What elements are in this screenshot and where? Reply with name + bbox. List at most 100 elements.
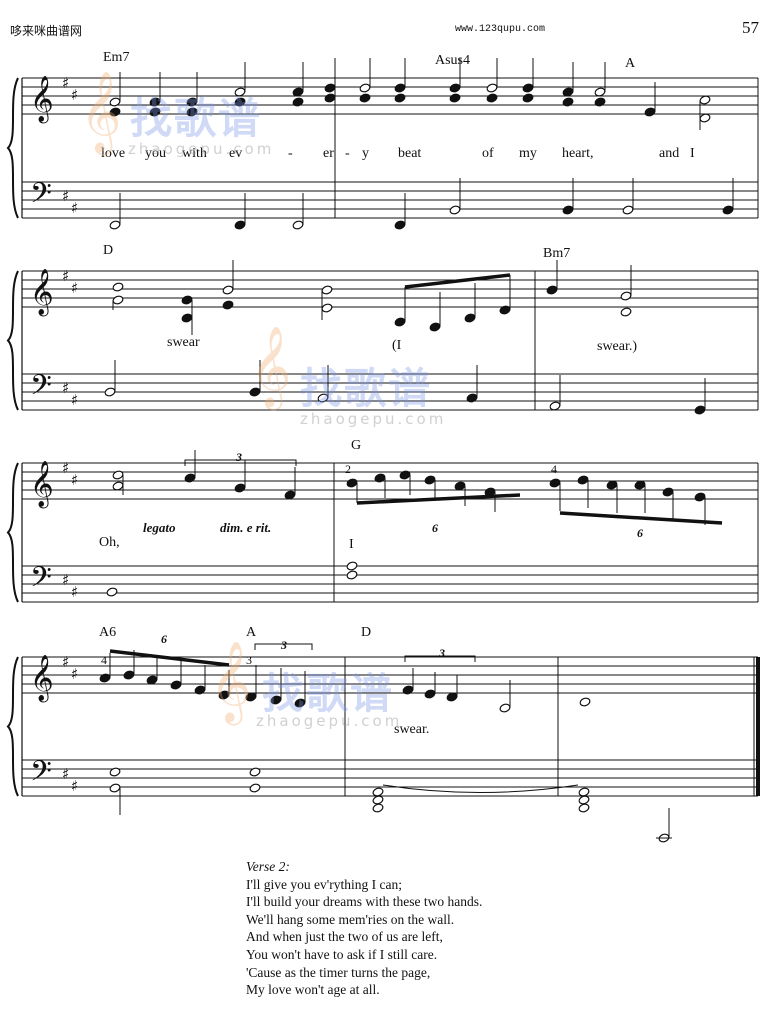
chord-symbol: Bm7 bbox=[543, 246, 571, 261]
notehead bbox=[372, 795, 384, 805]
verse-line: We'll hang some mem'ries on the wall. bbox=[246, 911, 455, 927]
note-beam bbox=[404, 273, 511, 289]
brace bbox=[6, 462, 19, 603]
notehead bbox=[99, 673, 111, 683]
brace bbox=[6, 656, 19, 797]
notehead bbox=[486, 93, 498, 103]
notehead bbox=[722, 205, 734, 215]
tuplet-bracket bbox=[184, 459, 297, 466]
notehead bbox=[249, 783, 261, 793]
lyric-syllable: of bbox=[482, 146, 494, 161]
notehead bbox=[112, 470, 124, 480]
verse-line: I'll give you ev'rything I can; bbox=[246, 876, 402, 892]
notehead bbox=[109, 220, 121, 230]
notehead bbox=[181, 295, 193, 305]
chord-symbol: Em7 bbox=[103, 50, 130, 65]
notehead bbox=[123, 670, 135, 680]
chord-symbol: D bbox=[361, 625, 372, 640]
sharp-icon: ♯ bbox=[71, 279, 78, 297]
lyric-syllable: ev bbox=[229, 146, 243, 161]
notehead bbox=[346, 561, 358, 571]
tuplet-number: 6 bbox=[161, 632, 167, 646]
notehead bbox=[112, 295, 124, 305]
notehead bbox=[249, 387, 261, 397]
notehead bbox=[486, 83, 498, 93]
sharp-icon: ♯ bbox=[62, 765, 69, 783]
notehead bbox=[644, 107, 656, 117]
notehead bbox=[104, 387, 116, 397]
tuplet-number: 3 bbox=[281, 638, 287, 652]
brace bbox=[6, 77, 19, 219]
treble-clef-icon: 𝄞 bbox=[30, 269, 54, 317]
notehead bbox=[109, 97, 121, 107]
notehead bbox=[546, 285, 558, 295]
sharp-icon: ♯ bbox=[71, 199, 78, 217]
notehead bbox=[324, 93, 336, 103]
notehead bbox=[622, 205, 634, 215]
verse-block: Verse 2: I'll give you ev'rything I can;… bbox=[246, 858, 482, 999]
notehead bbox=[449, 83, 461, 93]
notehead bbox=[499, 703, 511, 713]
fingering-number: 4 bbox=[101, 653, 107, 667]
notehead bbox=[109, 107, 121, 117]
notehead bbox=[694, 492, 706, 502]
lyric-syllable: beat bbox=[398, 146, 422, 161]
notehead bbox=[424, 475, 436, 485]
chord-symbol: A bbox=[246, 625, 257, 640]
notehead bbox=[424, 689, 436, 699]
note-beam bbox=[559, 511, 723, 525]
notehead bbox=[181, 313, 193, 323]
notehead bbox=[346, 570, 358, 580]
page-number: 57 bbox=[742, 18, 759, 37]
notehead bbox=[549, 478, 561, 488]
notehead bbox=[184, 473, 196, 483]
notehead bbox=[374, 473, 386, 483]
notehead bbox=[522, 93, 534, 103]
notehead bbox=[399, 470, 411, 480]
lyric-syllable: swear. bbox=[394, 722, 430, 737]
notehead bbox=[234, 97, 246, 107]
bass-clef-icon: 𝄢 bbox=[30, 177, 52, 217]
lyric-hyphen: - bbox=[288, 146, 293, 161]
notehead bbox=[578, 795, 590, 805]
notehead bbox=[394, 83, 406, 93]
verse-line: 'Cause as the timer turns the page, bbox=[246, 964, 431, 980]
sharp-icon: ♯ bbox=[71, 777, 78, 795]
notehead bbox=[222, 285, 234, 295]
bass-clef-icon: 𝄢 bbox=[30, 561, 52, 601]
notehead bbox=[359, 93, 371, 103]
lyric-hyphen: - bbox=[345, 146, 350, 161]
notehead bbox=[106, 587, 118, 597]
verse-line: I'll build your dreams with these two ha… bbox=[246, 894, 483, 910]
lyric-syllable: swear.) bbox=[597, 339, 638, 354]
sharp-icon: ♯ bbox=[62, 653, 69, 671]
notehead bbox=[394, 317, 406, 327]
notehead bbox=[321, 285, 333, 295]
notehead bbox=[321, 303, 333, 313]
verse-title: Verse 2: bbox=[246, 859, 290, 874]
lyric-syllable: Oh, bbox=[99, 535, 120, 550]
brace bbox=[6, 270, 19, 411]
verse-line: You won't have to ask if I still care. bbox=[246, 946, 438, 962]
chord-symbol: Asus4 bbox=[435, 53, 471, 68]
notehead bbox=[170, 680, 182, 690]
notehead bbox=[449, 93, 461, 103]
verse-line: And when just the two of us are left, bbox=[246, 929, 443, 945]
lyric-syllable: (I bbox=[392, 338, 402, 353]
notehead bbox=[372, 787, 384, 797]
bass-clef-icon: 𝄢 bbox=[30, 755, 52, 795]
expression-marking: dim. e rit. bbox=[220, 520, 272, 535]
notehead bbox=[454, 481, 466, 491]
notehead bbox=[234, 483, 246, 493]
lyric-syllable: swear bbox=[167, 335, 200, 350]
notehead bbox=[109, 767, 121, 777]
chord-symbol: D bbox=[103, 243, 114, 258]
notehead bbox=[372, 803, 384, 813]
notehead bbox=[579, 697, 591, 707]
lyric-syllable: with bbox=[182, 146, 207, 161]
notehead bbox=[464, 313, 476, 323]
tuplet-bracket bbox=[404, 655, 476, 662]
notehead bbox=[394, 220, 406, 230]
lyric-syllable: you bbox=[145, 146, 166, 161]
notehead bbox=[449, 205, 461, 215]
